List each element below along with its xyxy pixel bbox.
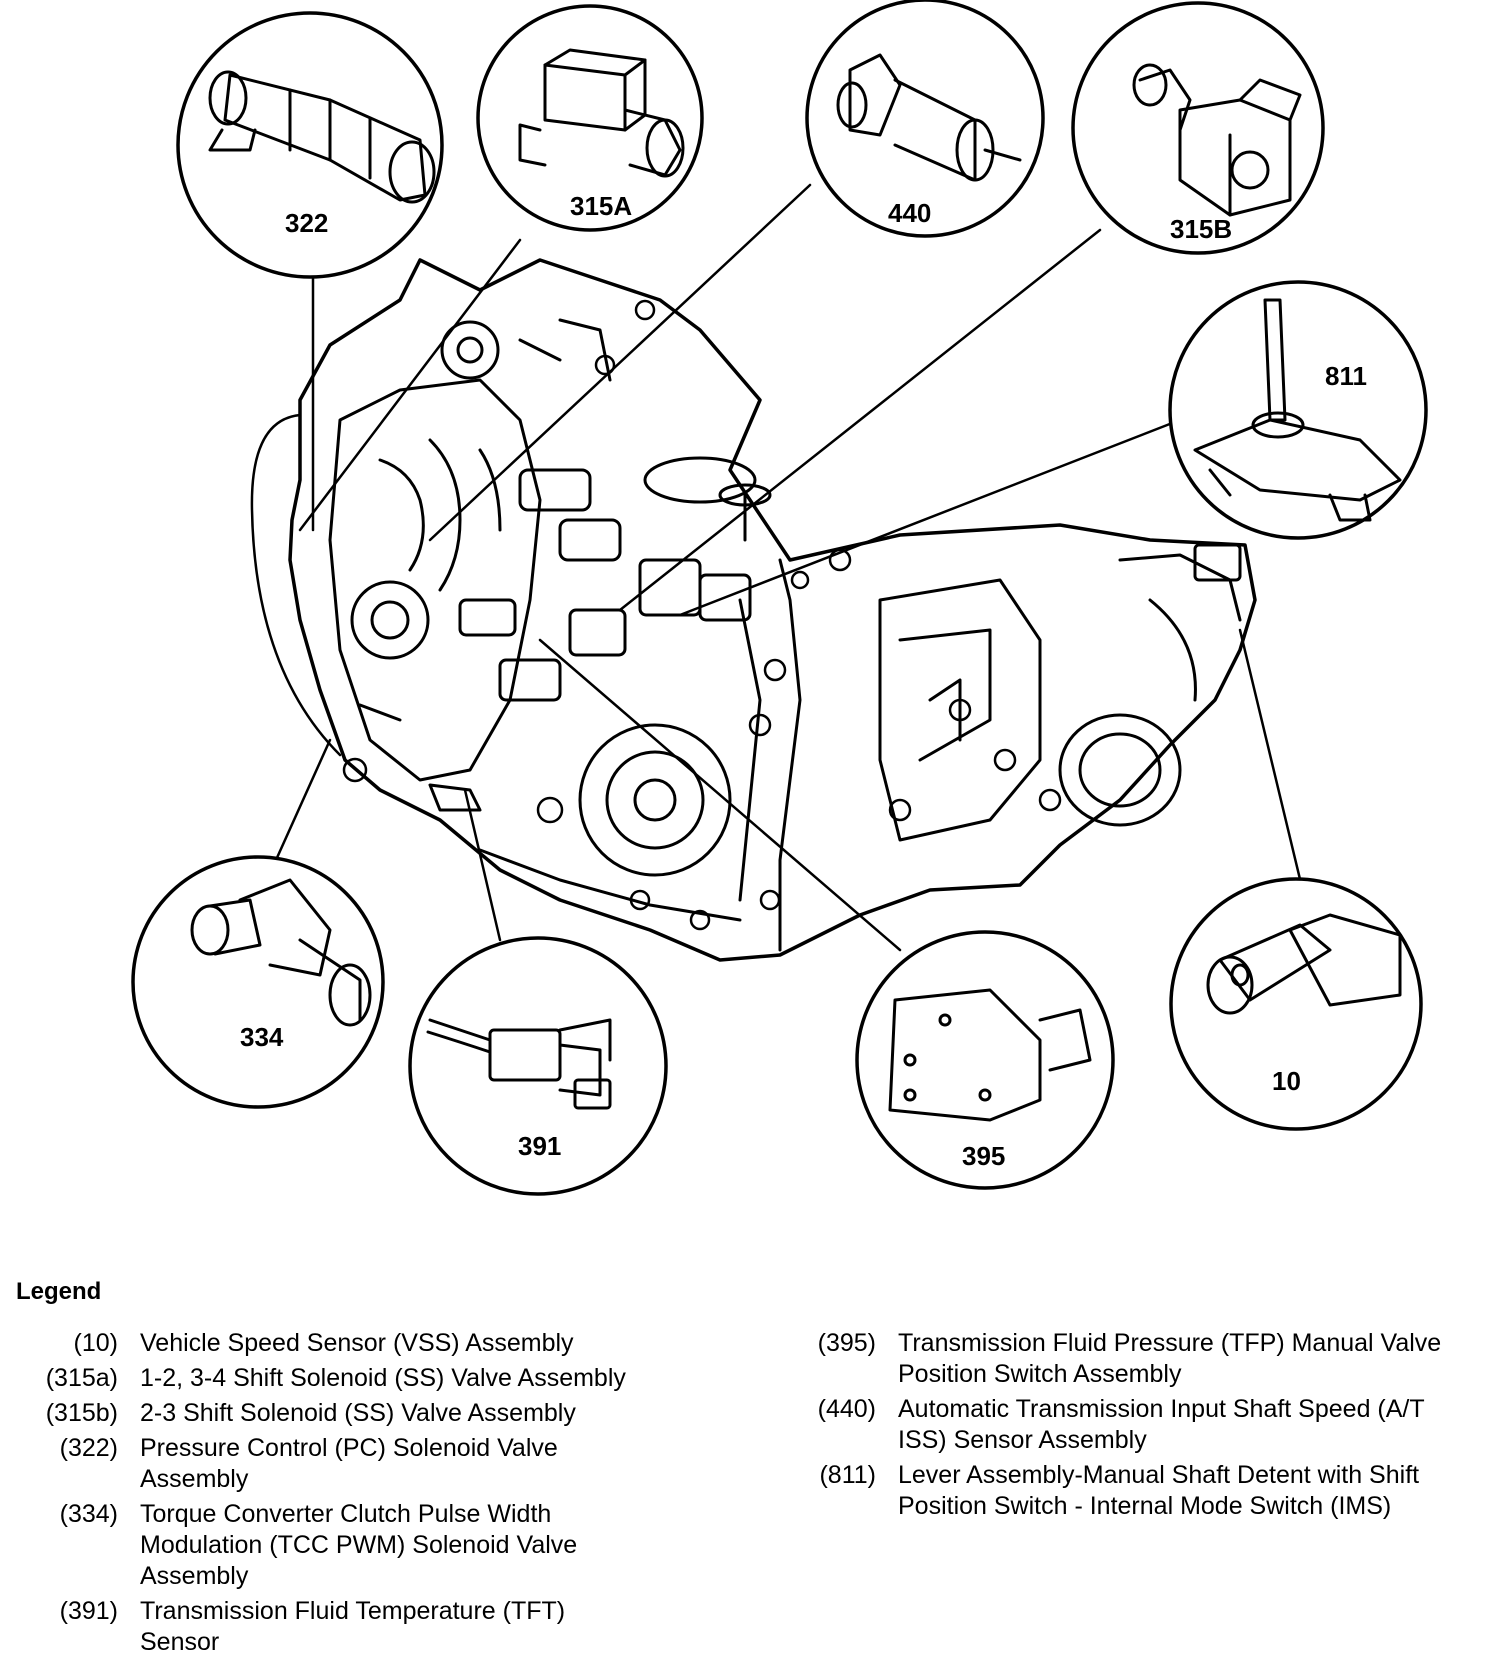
legend-code: (334) <box>59 1500 118 1528</box>
callout-circle-811 <box>1168 280 1428 540</box>
callout-label-395: 395 <box>962 1141 1005 1171</box>
legend-right-column: (395) Transmission Fluid Pressure (TFP) … <box>780 1328 1480 1526</box>
callout-label-391: 391 <box>518 1131 561 1161</box>
legend-desc: Torque Converter Clutch Pulse Width Modu… <box>140 1500 578 1590</box>
part-322-pc-solenoid <box>208 70 436 204</box>
part-395-tfp-switch <box>888 988 1092 1122</box>
legend-desc: 1-2, 3-4 Shift Solenoid (SS) Valve Assem… <box>140 1364 626 1392</box>
legend-code: (315b) <box>45 1399 118 1427</box>
callout-circle-334 <box>131 855 385 1109</box>
callout-label-315A: 315A <box>570 191 632 221</box>
part-334-tcc-solenoid <box>190 878 372 1027</box>
callout-label-440: 440 <box>888 198 931 228</box>
legend-desc: Lever Assembly-Manual Shaft Detent with … <box>898 1461 1420 1520</box>
legend-item: (811) Lever Assembly-Manual Shaft Detent… <box>780 1460 1480 1522</box>
legend-title: Legend <box>16 1278 102 1305</box>
legend-desc: Transmission Fluid Pressure (TFP) Manual… <box>898 1329 1442 1388</box>
legend-code: (391) <box>59 1597 118 1625</box>
legend-item: (334) Torque Converter Clutch Pulse Widt… <box>26 1499 726 1592</box>
legend-code: (315a) <box>45 1364 118 1392</box>
part-10-vss <box>1206 913 1402 1015</box>
callout-label-10: 10 <box>1272 1066 1301 1096</box>
legend-item: (440) Automatic Transmission Input Shaft… <box>780 1394 1480 1456</box>
legend-item: (10) Vehicle Speed Sensor (VSS) Assembly <box>26 1328 726 1359</box>
part-391-tft-sensor <box>426 1018 612 1110</box>
callout-label-315B: 315B <box>1170 214 1232 244</box>
legend-code: (811) <box>819 1461 876 1489</box>
legend-item: (315a) 1-2, 3-4 Shift Solenoid (SS) Valv… <box>26 1363 726 1394</box>
transmission-assembly <box>288 258 1257 962</box>
transmission-diagram: 322 315A 440 315B 811 334 391 395 10 <box>131 0 1428 1196</box>
callout-label-334: 334 <box>240 1022 284 1052</box>
legend-code: (395) <box>817 1329 876 1357</box>
legend-code: (440) <box>817 1395 876 1423</box>
part-811-ims <box>1193 298 1402 522</box>
legend-item: (391) Transmission Fluid Temperature (TF… <box>26 1596 726 1658</box>
legend-item: (395) Transmission Fluid Pressure (TFP) … <box>780 1328 1480 1390</box>
legend-desc: Vehicle Speed Sensor (VSS) Assembly <box>140 1329 574 1357</box>
part-440-iss-sensor <box>836 53 1022 182</box>
part-315A-solenoid <box>518 48 685 178</box>
callout-label-322: 322 <box>285 208 328 238</box>
legend-desc: Automatic Transmission Input Shaft Speed… <box>898 1395 1425 1454</box>
legend-item: (322) Pressure Control (PC) Solenoid Val… <box>26 1433 726 1495</box>
legend-item: (315b) 2-3 Shift Solenoid (SS) Valve Ass… <box>26 1398 726 1429</box>
legend-desc: 2-3 Shift Solenoid (SS) Valve Assembly <box>140 1399 576 1427</box>
part-315B-solenoid <box>1132 63 1302 217</box>
legend-desc: Transmission Fluid Temperature (TFT) Sen… <box>140 1597 566 1656</box>
legend-code: (322) <box>59 1434 118 1462</box>
callout-circle-10 <box>1169 877 1423 1131</box>
legend-code: (10) <box>73 1329 118 1357</box>
legend-desc: Pressure Control (PC) Solenoid Valve Ass… <box>140 1434 558 1493</box>
callout-circle-391 <box>408 936 668 1196</box>
legend-left-column: (10) Vehicle Speed Sensor (VSS) Assembly… <box>26 1328 726 1662</box>
callout-label-811: 811 <box>1325 361 1367 391</box>
callout-circle-315B <box>1071 1 1325 255</box>
